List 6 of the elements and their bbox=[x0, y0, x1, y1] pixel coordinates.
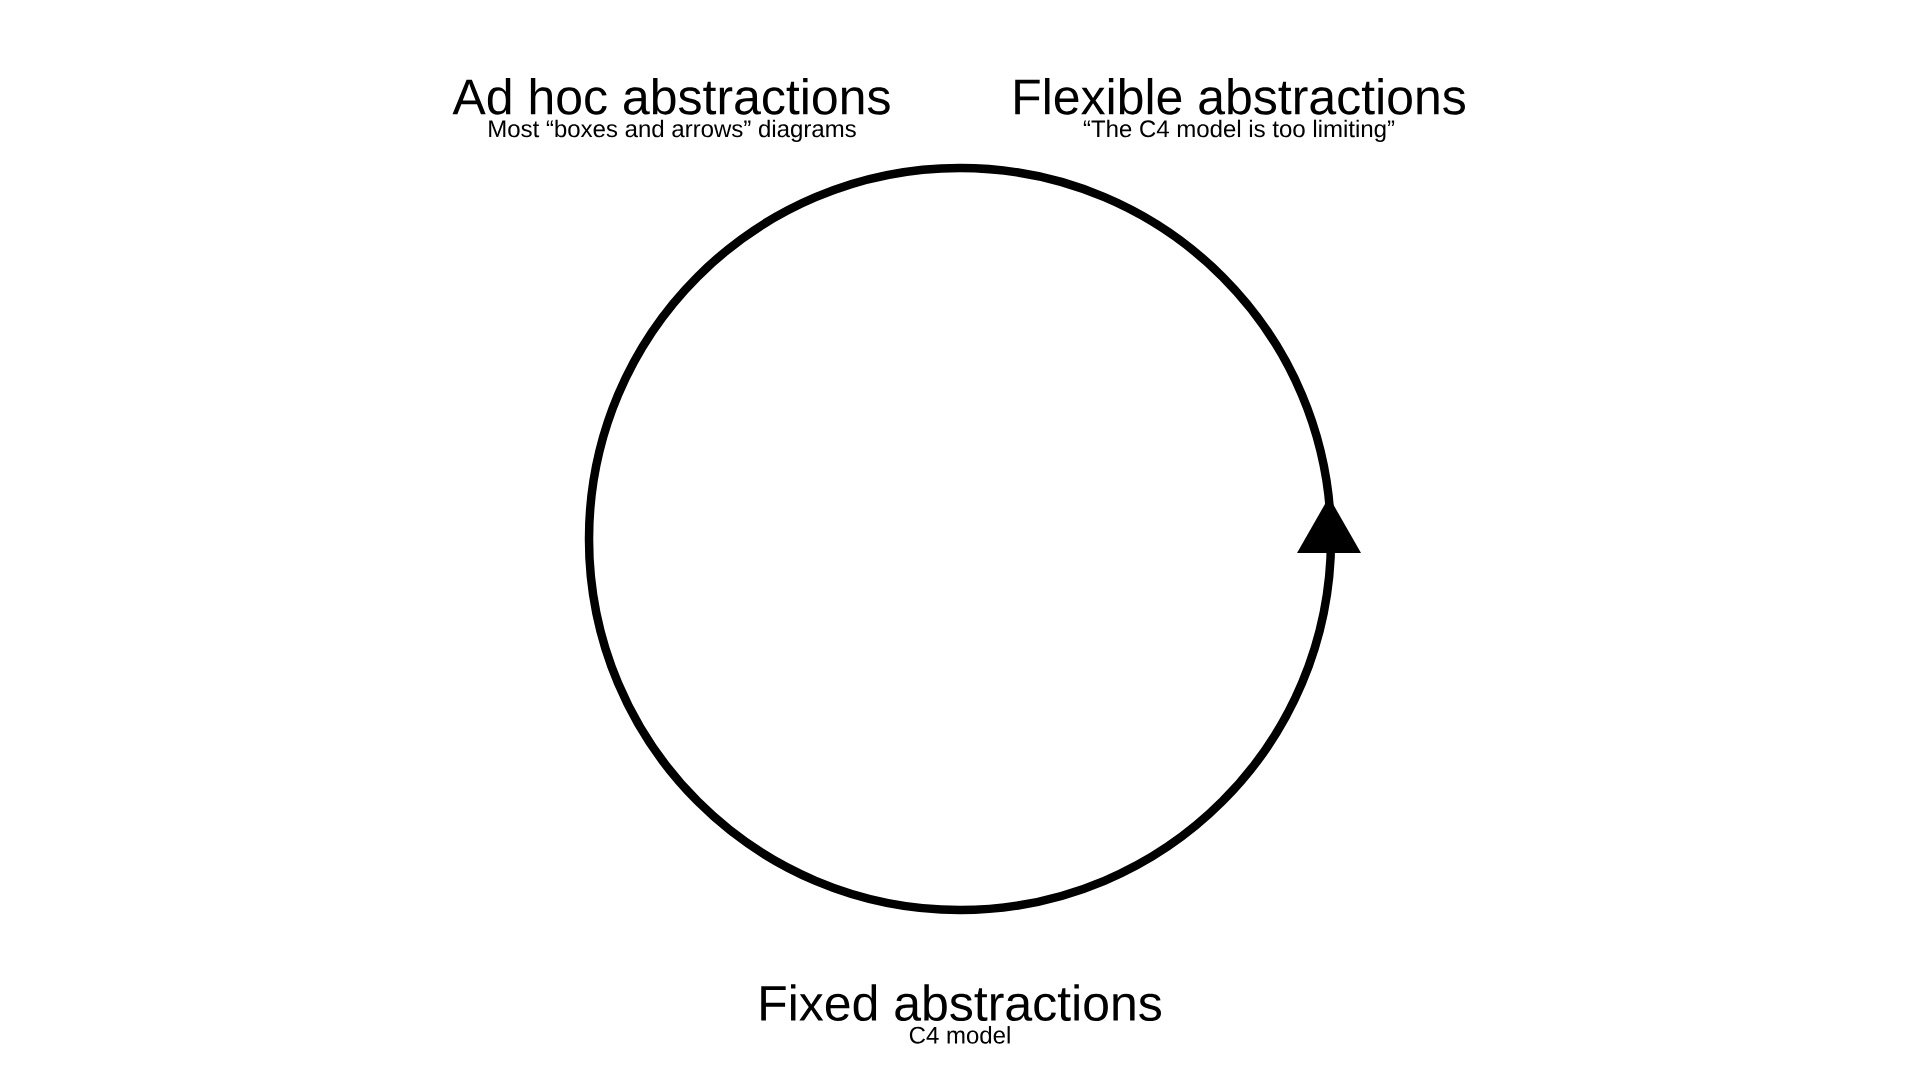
heading: Fixed abstractions bbox=[761, 984, 1161, 1022]
heading: Flexible abstractions bbox=[1015, 77, 1465, 115]
subtitle: C4 model bbox=[909, 1026, 1010, 1044]
heading: Ad hoc abstractions bbox=[452, 77, 890, 115]
subtitle: Most “boxes and arrows” diagrams bbox=[489, 119, 856, 143]
subtitle: “The C4 model is too limiting” bbox=[1083, 119, 1395, 143]
